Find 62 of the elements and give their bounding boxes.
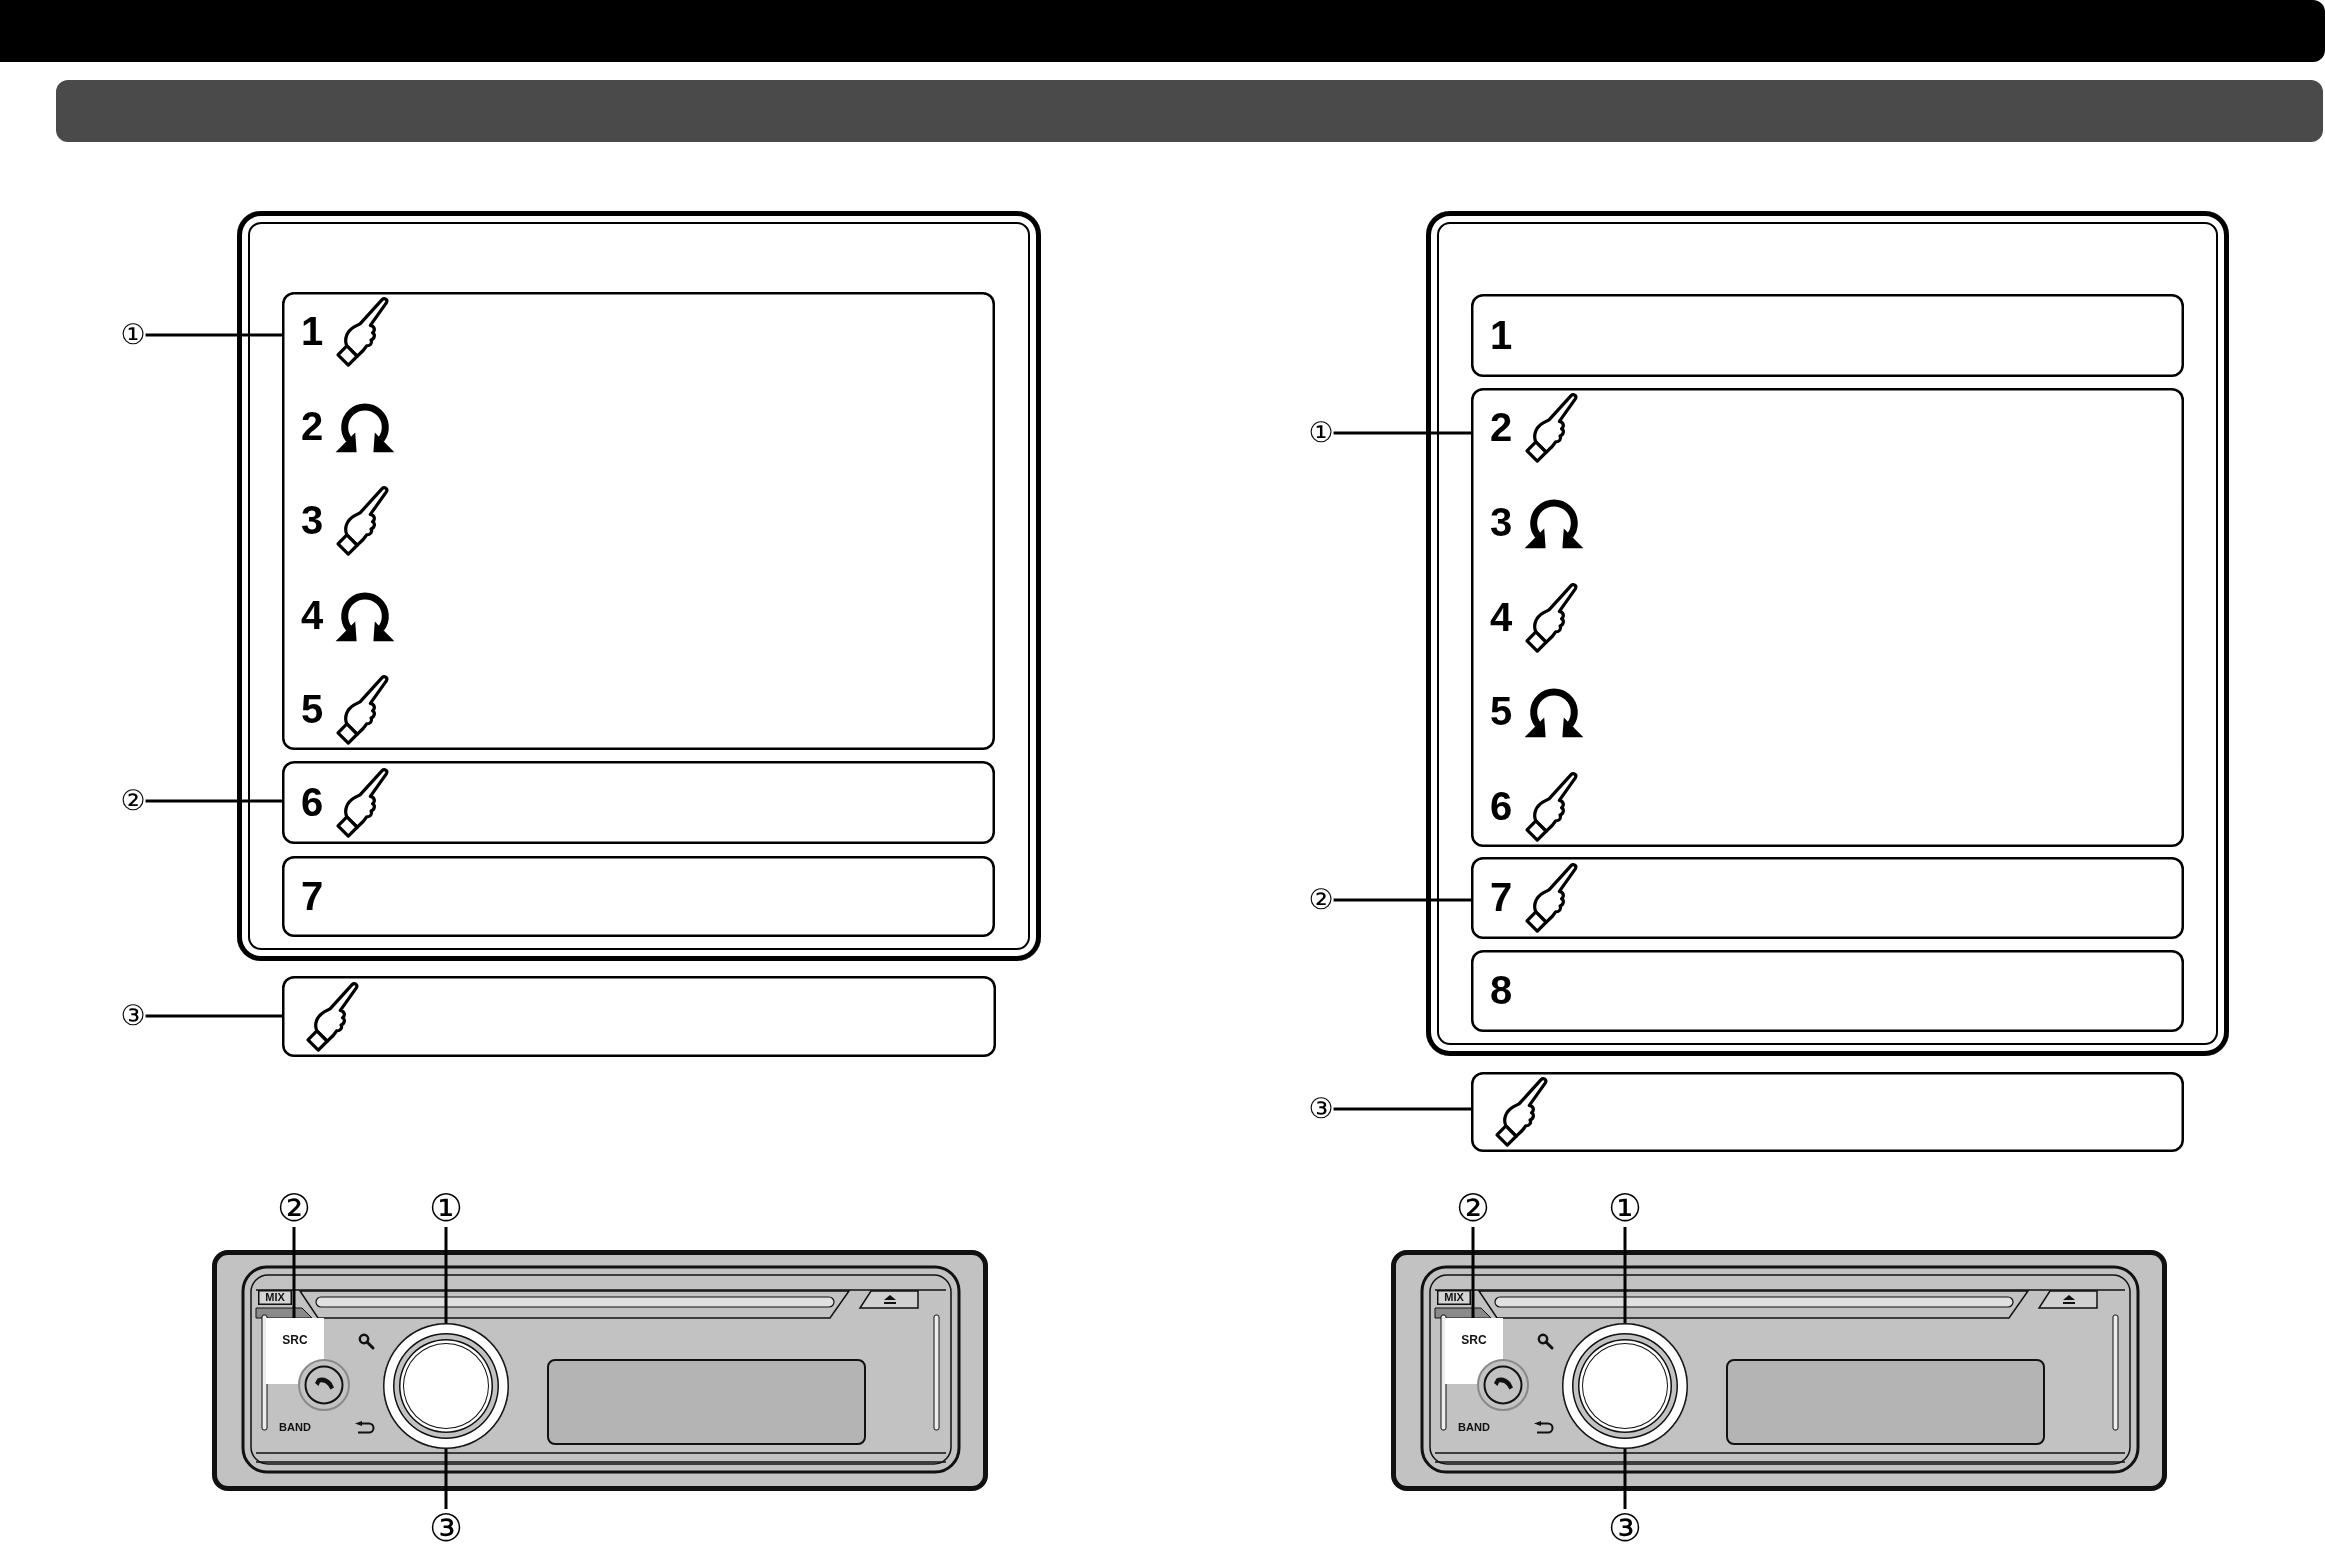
step-number: 5 bbox=[301, 689, 324, 729]
step-box bbox=[282, 761, 995, 844]
display-window bbox=[1726, 1359, 2045, 1445]
callout-number: ③ bbox=[1607, 1509, 1643, 1547]
step-box bbox=[1471, 294, 2184, 377]
leader-line bbox=[1623, 1449, 1627, 1509]
step-number: 4 bbox=[301, 594, 324, 635]
step-number: 8 bbox=[1490, 970, 1513, 1010]
leader-line bbox=[1623, 1227, 1627, 1323]
callout-number: ③ bbox=[1308, 1095, 1334, 1123]
step-number: 5 bbox=[1490, 691, 1513, 732]
leader-line bbox=[1471, 1227, 1475, 1318]
step-number: 6 bbox=[1490, 786, 1513, 826]
leader-line bbox=[444, 1449, 448, 1509]
display-window bbox=[547, 1359, 866, 1445]
panel-frame bbox=[237, 211, 1041, 961]
step-number: 7 bbox=[1490, 877, 1513, 917]
leader-line bbox=[292, 1227, 296, 1318]
step-box bbox=[1471, 388, 2184, 847]
callout-number: ② bbox=[1455, 1189, 1491, 1227]
step-box bbox=[282, 856, 995, 937]
step-number: 1 bbox=[301, 311, 324, 351]
car-stereo-faceplate bbox=[1391, 1250, 2167, 1491]
step-number: 2 bbox=[301, 405, 324, 446]
step-box bbox=[282, 292, 995, 750]
callout-number: ③ bbox=[120, 1002, 146, 1030]
callout-number: ① bbox=[120, 321, 146, 349]
leader-line bbox=[145, 1014, 282, 1018]
step-number: 4 bbox=[1490, 596, 1513, 637]
callout-number: ② bbox=[120, 787, 146, 815]
panel-frame bbox=[1426, 211, 2229, 1056]
step-box bbox=[1471, 950, 2184, 1032]
mix-button: MIX bbox=[1437, 1290, 1471, 1305]
callout-number: ③ bbox=[428, 1509, 464, 1547]
step-box bbox=[1471, 1072, 2184, 1152]
header-bar bbox=[0, 0, 2325, 62]
step-number: 6 bbox=[301, 781, 324, 822]
callout-number: ② bbox=[1308, 886, 1334, 914]
leader-line bbox=[145, 333, 282, 337]
leader-line bbox=[1333, 431, 1471, 435]
section-bar bbox=[56, 80, 2323, 142]
car-stereo-faceplate bbox=[212, 1250, 988, 1491]
button-label: SRC bbox=[1461, 1334, 1487, 1346]
leader-line bbox=[1333, 1107, 1471, 1111]
button-label: SRC bbox=[282, 1334, 308, 1346]
callout-number: ② bbox=[276, 1189, 312, 1227]
step-box bbox=[1471, 857, 2184, 939]
leader-line bbox=[444, 1227, 448, 1323]
step-number: 3 bbox=[1490, 501, 1513, 542]
mix-button: MIX bbox=[258, 1290, 292, 1305]
callout-number: ① bbox=[1607, 1189, 1643, 1227]
leader-line bbox=[145, 799, 282, 803]
button-label: BAND bbox=[279, 1421, 311, 1433]
step-box bbox=[282, 976, 996, 1057]
callout-number: ① bbox=[428, 1189, 464, 1227]
step-number: 1 bbox=[1490, 314, 1513, 355]
step-number: 3 bbox=[301, 500, 324, 540]
step-number: 7 bbox=[301, 875, 324, 916]
callout-number: ① bbox=[1308, 419, 1334, 447]
button-label: BAND bbox=[1458, 1421, 1490, 1433]
leader-line bbox=[1333, 898, 1471, 902]
step-number: 2 bbox=[1490, 407, 1513, 447]
